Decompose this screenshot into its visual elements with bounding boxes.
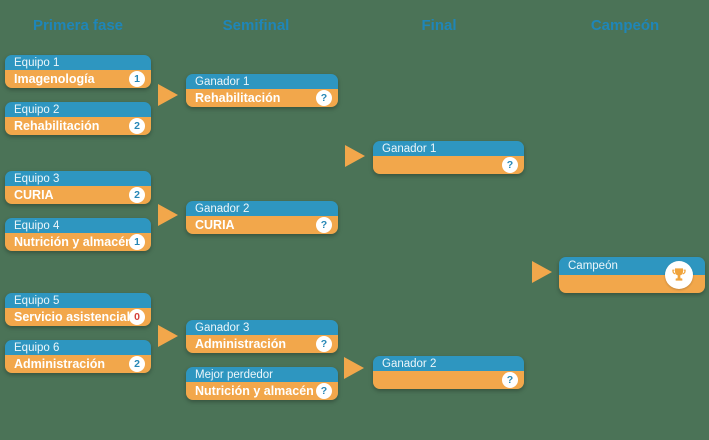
question-badge: ?	[502, 157, 518, 173]
slot-title: Equipo 5	[5, 293, 151, 308]
team-name: Rehabilitación	[14, 119, 100, 133]
column-header-semifinal: Semifinal	[222, 17, 290, 34]
slot-title: Ganador 2	[373, 356, 524, 371]
match-card-equipo-3: Equipo 3 CURIA 2	[5, 171, 151, 204]
match-card-ganador-2-semi: Ganador 2 CURIA ?	[186, 201, 338, 234]
arrow-icon	[158, 204, 178, 226]
team-row: Nutrición y almacén 1	[5, 233, 151, 251]
slot-title: Equipo 1	[5, 55, 151, 70]
question-badge: ?	[316, 217, 332, 233]
question-badge: ?	[502, 372, 518, 388]
team-row: Administración ?	[186, 335, 338, 353]
question-badge: ?	[316, 383, 332, 399]
slot-title: Ganador 1	[373, 141, 524, 156]
team-name: Administración	[195, 337, 286, 351]
arrow-icon	[158, 84, 178, 106]
arrow-icon	[344, 357, 364, 379]
team-row: Servicio asistencial 0	[5, 308, 151, 326]
team-row: CURIA 2	[5, 186, 151, 204]
match-card-ganador-3-semi: Ganador 3 Administración ?	[186, 320, 338, 353]
match-card-final-ganador-1: Ganador 1 ?	[373, 141, 524, 174]
match-card-equipo-2: Equipo 2 Rehabilitación 2	[5, 102, 151, 135]
score-badge: 1	[129, 234, 145, 250]
team-name: Administración	[14, 357, 105, 371]
arrow-icon	[345, 145, 365, 167]
team-row: ?	[373, 156, 524, 174]
team-name: Nutrición y almacén	[195, 384, 314, 398]
team-row: ?	[373, 371, 524, 389]
slot-title: Mejor perdedor	[186, 367, 338, 382]
match-card-final-ganador-2: Ganador 2 ?	[373, 356, 524, 389]
team-row: CURIA ?	[186, 216, 338, 234]
question-badge: ?	[316, 90, 332, 106]
team-name: CURIA	[14, 188, 54, 202]
score-badge: 0	[129, 309, 145, 325]
champion-card: Campeón	[559, 257, 705, 293]
score-badge: 1	[129, 71, 145, 87]
slot-title: Ganador 2	[186, 201, 338, 216]
team-name: Nutrición y almacén	[14, 235, 133, 249]
column-header-campeon: Campeón	[590, 17, 660, 34]
match-card-equipo-6: Equipo 6 Administración 2	[5, 340, 151, 373]
team-row: Rehabilitación 2	[5, 117, 151, 135]
slot-title: Equipo 4	[5, 218, 151, 233]
score-badge: 2	[129, 118, 145, 134]
column-header-primera-fase: Primera fase	[32, 17, 124, 34]
team-row: Imagenología 1	[5, 70, 151, 88]
team-name: CURIA	[195, 218, 235, 232]
question-badge: ?	[316, 336, 332, 352]
slot-title: Ganador 3	[186, 320, 338, 335]
score-badge: 2	[129, 187, 145, 203]
slot-title: Equipo 3	[5, 171, 151, 186]
slot-title: Equipo 2	[5, 102, 151, 117]
arrow-icon	[158, 325, 178, 347]
match-card-equipo-4: Equipo 4 Nutrición y almacén 1	[5, 218, 151, 251]
score-badge: 2	[129, 356, 145, 372]
match-card-equipo-1: Equipo 1 Imagenología 1	[5, 55, 151, 88]
team-name: Servicio asistencial	[14, 310, 131, 324]
team-name: Imagenología	[14, 72, 95, 86]
match-card-mejor-perdedor: Mejor perdedor Nutrición y almacén ?	[186, 367, 338, 400]
column-header-final: Final	[421, 17, 457, 34]
trophy-badge	[665, 261, 693, 289]
team-row: Administración 2	[5, 355, 151, 373]
slot-title: Ganador 1	[186, 74, 338, 89]
team-name: Rehabilitación	[195, 91, 281, 105]
trophy-icon	[672, 268, 686, 281]
team-row: Nutrición y almacén ?	[186, 382, 338, 400]
match-card-ganador-1-semi: Ganador 1 Rehabilitación ?	[186, 74, 338, 107]
team-row: Rehabilitación ?	[186, 89, 338, 107]
slot-title: Equipo 6	[5, 340, 151, 355]
match-card-equipo-5: Equipo 5 Servicio asistencial 0	[5, 293, 151, 326]
arrow-icon	[532, 261, 552, 283]
